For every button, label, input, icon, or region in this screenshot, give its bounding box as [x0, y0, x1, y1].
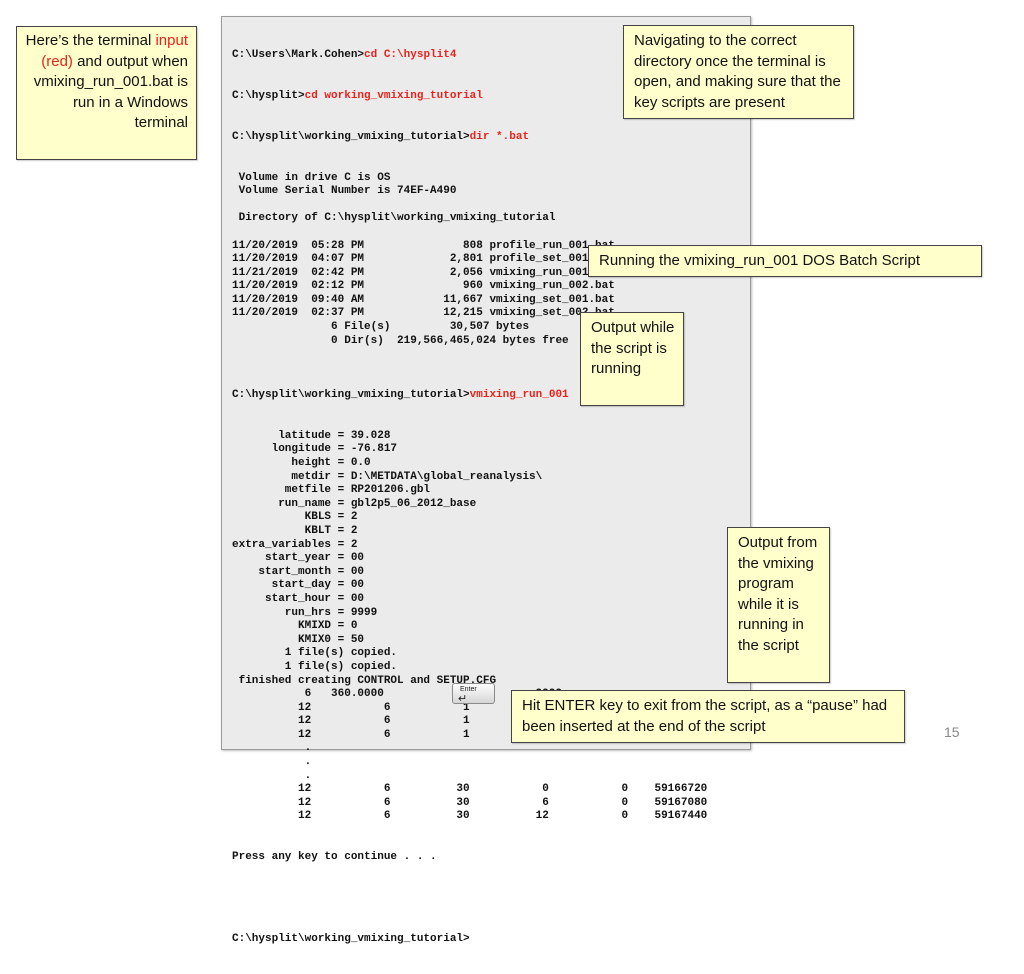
run-output-line: extra_variables = 2	[232, 538, 358, 551]
run-output-line: KMIXD = 0	[232, 620, 358, 633]
cmd3-prompt: C:\hysplit\working_vmixing_tutorial>	[232, 130, 470, 143]
run-output-line: 12 6 30 12 0 59167440	[232, 810, 708, 823]
enter-key-label: Enter	[460, 686, 477, 693]
callout-terminal-io-text2: and output when	[72, 52, 188, 70]
cmd1-prompt: C:\Users\Mark.Cohen>	[232, 49, 365, 62]
page-number: 15	[944, 724, 960, 740]
run-output-line: 1 file(s) copied.	[232, 647, 398, 660]
callout-vmixing-output-text: Output from the vmixing program while it…	[738, 534, 818, 654]
callout-terminal-io-text1: Here’s the terminal	[25, 32, 152, 49]
dir-output-line: 11/20/2019 02:37 PM 12,215 vmixing_set_0…	[232, 307, 615, 320]
run-output-line: KMIX0 = 50	[232, 633, 365, 646]
run-output-line: start_hour = 00	[232, 592, 365, 605]
callout-input-red: input (red)	[41, 32, 188, 70]
run-output-line: start_year = 00	[232, 552, 365, 565]
cmd2-prompt: C:\hysplit>	[232, 89, 305, 102]
dir-output: Volume in drive C is OS Volume Serial Nu…	[232, 172, 707, 362]
callout-navigation-text: Navigating to the correct directory once…	[634, 32, 841, 111]
cmd3-input: dir *.bat	[469, 130, 530, 143]
run-output-line: 12 6 30 0 0 59166720	[232, 783, 708, 796]
dir-output-line: 11/20/2019 05:28 PM 808 profile_run_001.…	[232, 239, 615, 252]
final-prompt: C:\hysplit\working_vmixing_tutorial>	[232, 932, 470, 945]
callout-terminal-io: Here’s the terminal input (red) and outp…	[16, 26, 197, 160]
run-output-line: finished creating CONTROL and SETUP.CFG	[232, 674, 497, 687]
run-output-line: .	[232, 756, 312, 769]
cmd1-input: cd C:\hysplit4	[364, 49, 457, 62]
callout-terminal-io-text4: is run in a Windows terminal	[72, 73, 188, 131]
dir-output-line: Volume in drive C is OS	[232, 171, 391, 184]
dir-output-line: 6 File(s) 30,507 bytes	[232, 321, 530, 334]
run-output-line: run_name = gbl2p5_06_2012_base	[232, 497, 477, 510]
dir-output-line	[232, 199, 707, 213]
callout-output-while-running-text: Output while the script is running	[591, 319, 675, 377]
dir-output-line: Volume Serial Number is 74EF-A490	[232, 185, 457, 198]
callout-terminal-io-text3: vmixing_run_001.bat	[33, 73, 173, 90]
dir-output-line: 0 Dir(s) 219,566,465,024 bytes free	[232, 334, 569, 347]
callout-running-script: Running the vmixing_run_001 DOS Batch Sc…	[588, 245, 982, 277]
callout-navigation: Navigating to the correct directory once…	[623, 25, 854, 119]
run-output-line: start_day = 00	[232, 579, 365, 592]
dir-output-line: Directory of C:\hysplit\working_vmixing_…	[232, 212, 556, 225]
dir-output-line: 11/21/2019 02:42 PM 2,056 vmixing_run_00…	[232, 266, 615, 279]
run-output-line: longitude = -76.817	[232, 443, 398, 456]
run-output-line: metfile = RP201206.gbl	[232, 484, 431, 497]
run-output-line: latitude = 39.028	[232, 429, 391, 442]
pause-text: Press any key to continue . . .	[232, 851, 437, 864]
cmd2-input: cd working_vmixing_tutorial	[304, 89, 483, 102]
run-output-line: start_month = 00	[232, 565, 365, 578]
enter-arrow-icon: ↵	[458, 693, 468, 705]
dir-output-line: 11/20/2019 02:12 PM 960 vmixing_run_002.…	[232, 280, 615, 293]
cmd4-input: vmixing_run_001	[469, 389, 569, 402]
terminal-text: C:\Users\Mark.Cohen>cd C:\hysplit4 C:\hy…	[232, 22, 707, 974]
run-output-line: height = 0.0	[232, 457, 371, 469]
run-output: latitude = 39.028 longitude = -76.817 he…	[232, 430, 707, 824]
run-output-line: KBLT = 2	[232, 524, 358, 537]
cmd4-prompt: C:\hysplit\working_vmixing_tutorial>	[232, 389, 470, 402]
callout-vmixing-output: Output from the vmixing program while it…	[727, 527, 830, 683]
callout-enter-hint: Hit ENTER key to exit from the script, a…	[511, 690, 905, 743]
enter-key-icon: Enter ↵	[452, 683, 495, 705]
run-output-line: 12 6 30 6 0 59167080	[232, 796, 708, 809]
run-output-line: run_hrs = 9999	[232, 606, 378, 619]
run-output-line: KBLS = 2	[232, 511, 358, 524]
dir-output-line: 11/20/2019 09:40 AM 11,667 vmixing_set_0…	[232, 293, 615, 306]
callout-output-while-running: Output while the script is running	[580, 312, 684, 406]
run-output-line: .	[232, 769, 312, 782]
run-output-line: metdir = D:\METDATA\global_reanalysis\	[232, 470, 543, 483]
callout-running-script-text: Running the vmixing_run_001 DOS Batch Sc…	[599, 252, 921, 269]
run-output-line: .	[232, 742, 312, 755]
run-output-line: 1 file(s) copied.	[232, 660, 398, 673]
dir-output-line: 11/20/2019 04:07 PM 2,801 profile_set_00…	[232, 253, 615, 266]
callout-enter-hint-text: Hit ENTER key to exit from the script, a…	[522, 697, 888, 735]
dir-output-line	[232, 226, 707, 240]
